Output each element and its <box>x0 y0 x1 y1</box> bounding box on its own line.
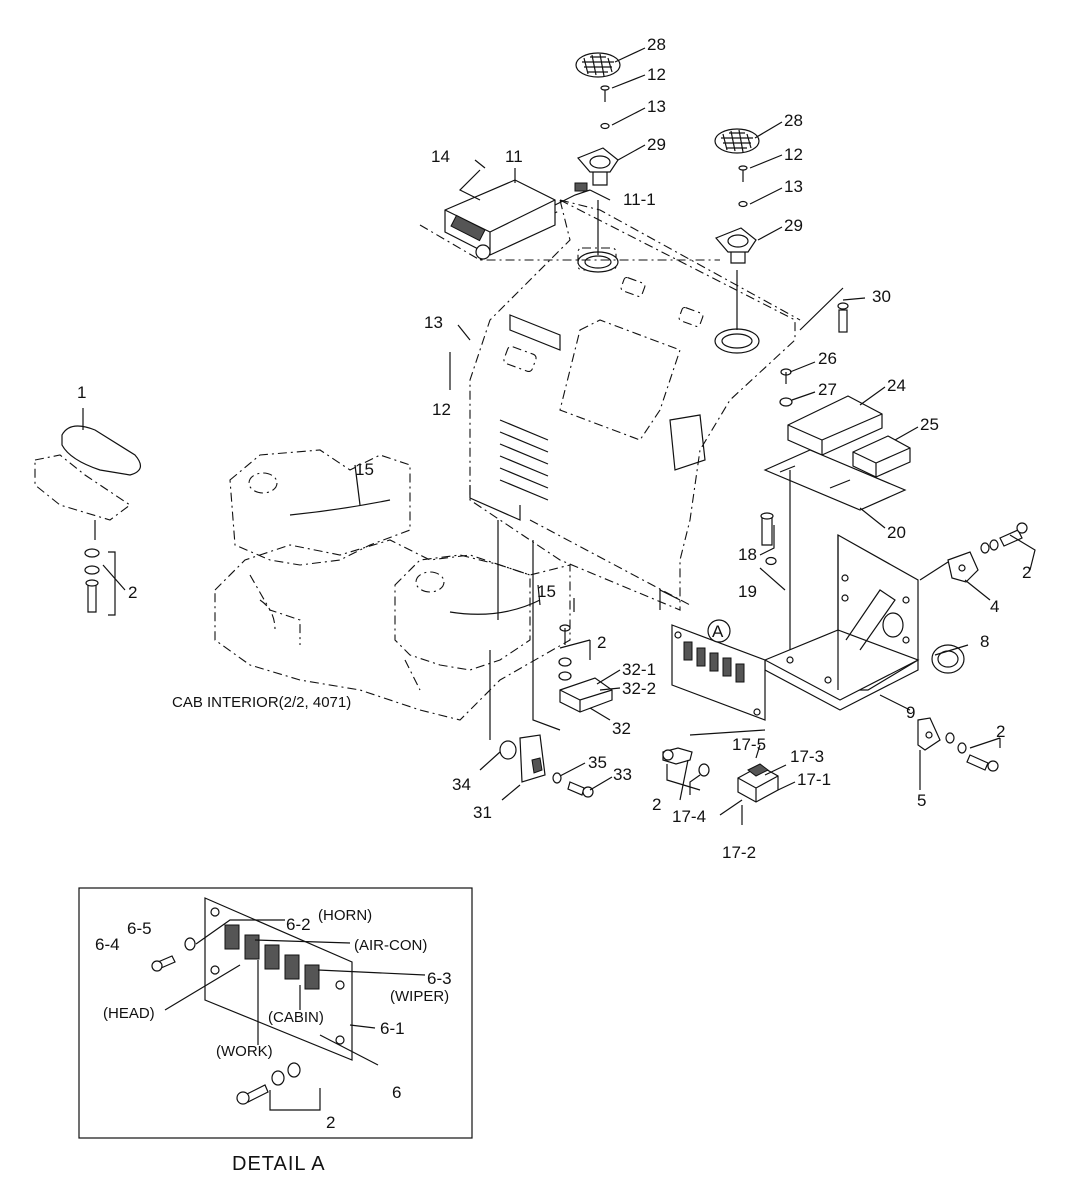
callout-15: 15 <box>537 582 556 601</box>
callout-34: 34 <box>452 775 471 794</box>
callout-17-3: 17-3 <box>790 747 824 766</box>
detail-6-3: 6-3 <box>427 969 452 988</box>
callout-17-5: 17-5 <box>732 735 766 754</box>
detail-head: (HEAD) <box>103 1005 155 1022</box>
callout-17-2: 17-2 <box>722 843 756 862</box>
detail-6-4: 6-4 <box>95 935 120 954</box>
callout-8: 8 <box>980 632 989 651</box>
detail-2: 2 <box>326 1113 335 1132</box>
leader-lines <box>82 47 1036 816</box>
callout-32-1: 32-1 <box>622 660 656 679</box>
part-32-switch <box>558 598 613 713</box>
callout-13: 13 <box>784 177 803 196</box>
callout-17-1: 17-1 <box>797 770 831 789</box>
speaker-left <box>575 52 621 255</box>
callout-1: 1 <box>77 383 86 402</box>
detail-a-box: 6-5 6-4 6-2 (HORN) (AIR-CON) 6-3 (WIPER)… <box>78 887 473 1139</box>
callout-29: 29 <box>647 135 666 154</box>
callout-35: 35 <box>588 753 607 772</box>
callout-19: 19 <box>738 582 757 601</box>
callout-29: 29 <box>784 216 803 235</box>
callout-13: 13 <box>424 313 443 332</box>
callout-2: 2 <box>597 633 606 652</box>
part-31-33-35 <box>489 520 594 798</box>
callout-12: 12 <box>647 65 666 84</box>
detail-work: (WORK) <box>216 1043 273 1060</box>
callout-2: 2 <box>128 583 137 602</box>
callout-11: 11 <box>505 147 523 166</box>
detail-title: DETAIL A <box>232 1153 326 1175</box>
rear-panel <box>469 198 801 611</box>
detail-6: 6 <box>392 1083 401 1102</box>
radio-unit <box>419 179 720 261</box>
callout-9: 9 <box>906 703 915 722</box>
callout-26: 26 <box>818 349 837 368</box>
callout-2: 2 <box>996 722 1005 741</box>
callout-a: A <box>712 622 724 641</box>
detail-6-5: 6-5 <box>127 919 152 938</box>
callout-2: 2 <box>1022 563 1031 582</box>
speaker-right <box>714 128 760 330</box>
callout-31: 31 <box>473 803 492 822</box>
callout-13: 13 <box>647 97 666 116</box>
detail-6-2: 6-2 <box>286 915 311 934</box>
callouts: 28 12 13 29 28 12 13 29 14 11 11-1 30 13… <box>77 35 1031 862</box>
callout-11-1: 11-1 <box>623 190 656 209</box>
detail-6-1: 6-1 <box>380 1019 405 1038</box>
callout-24: 24 <box>887 376 906 395</box>
grommet-8 <box>931 644 965 674</box>
callout-17-4: 17-4 <box>672 807 706 826</box>
callout-32-2: 32-2 <box>622 679 656 698</box>
callout-28: 28 <box>784 111 803 130</box>
callout-30: 30 <box>872 287 891 306</box>
bracket-5-bolts <box>917 717 999 772</box>
cab-interior-label: CAB INTERIOR(2/2, 4071) <box>172 694 351 711</box>
callout-5: 5 <box>917 791 926 810</box>
detail-wiper: (WIPER) <box>390 988 449 1005</box>
callout-20: 20 <box>887 523 906 542</box>
callout-28: 28 <box>647 35 666 54</box>
detail-cabin: (CABIN) <box>268 1009 324 1026</box>
callout-12: 12 <box>784 145 803 164</box>
callout-2: 2 <box>652 795 661 814</box>
callout-33: 33 <box>613 765 632 784</box>
callout-12: 12 <box>432 400 451 419</box>
bracket-9 <box>763 533 920 711</box>
callout-27: 27 <box>818 380 837 399</box>
callout-15: 15 <box>355 460 374 479</box>
detail-horn: (HORN) <box>318 907 372 924</box>
detail-aircon: (AIR-CON) <box>354 937 427 954</box>
part-1-handle <box>34 425 141 616</box>
callout-4: 4 <box>990 597 999 616</box>
bracket-4-bolts <box>760 512 1028 583</box>
callout-18: 18 <box>738 545 757 564</box>
cab-interior <box>214 449 571 721</box>
relay-panel-a <box>671 619 766 721</box>
control-units <box>763 302 911 511</box>
callout-25: 25 <box>920 415 939 434</box>
callout-32: 32 <box>612 719 631 738</box>
callout-14: 14 <box>431 147 450 166</box>
